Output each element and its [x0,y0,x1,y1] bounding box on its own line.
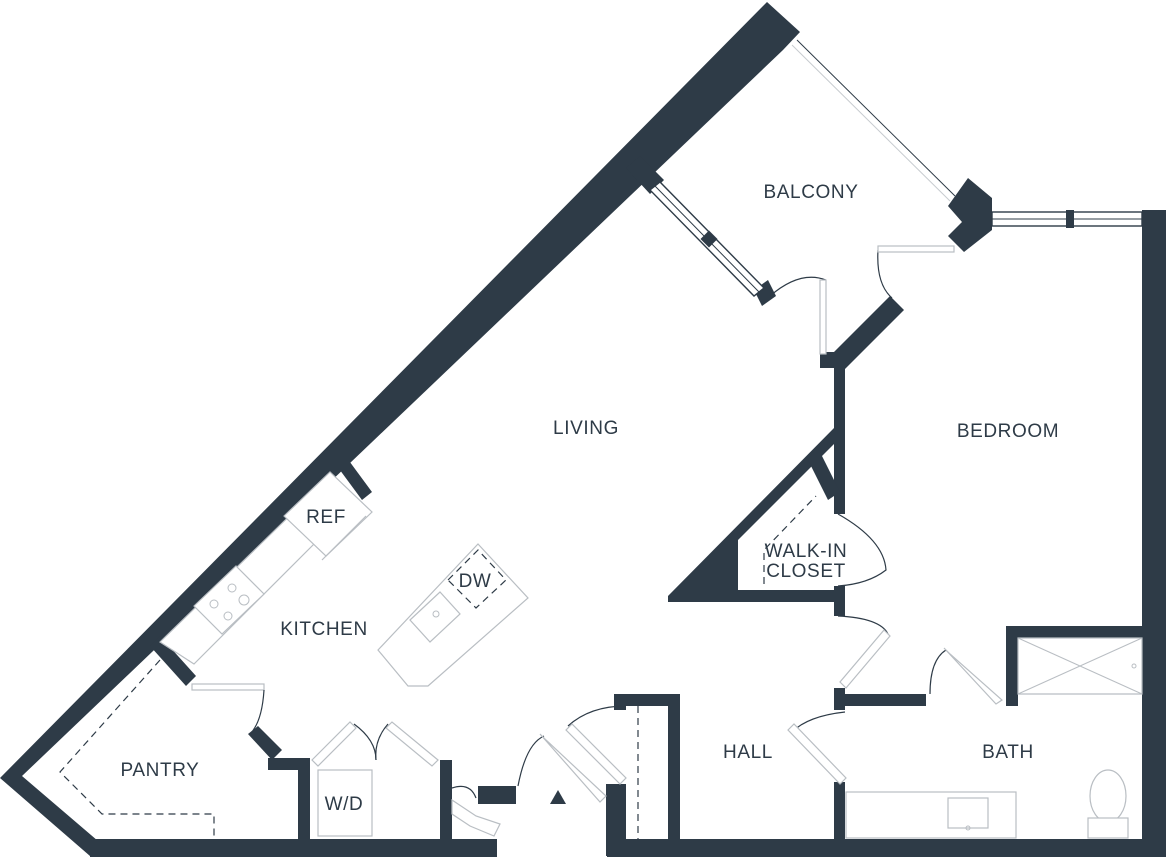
ref-wall [334,454,372,500]
bath-door-swing [791,711,846,733]
entry-left-jamb [478,786,516,804]
shower-top-wall [1006,626,1146,638]
bottom-wall-left [90,839,497,857]
coat-closet-top-wall [614,694,680,706]
coat-closet-door-swing [567,705,627,727]
laundry-door-right [385,721,439,767]
right-wall-cap [1142,210,1166,230]
pantry-shelf [59,659,215,838]
shower-door [943,647,1003,705]
laundry-door-right-swing [375,723,389,761]
closet-wall-triangle [668,428,838,602]
living-balcony-door-swing [769,276,827,297]
utility-door [451,798,501,837]
window-mullion [1066,210,1074,228]
bedroom-door-swing [837,615,889,635]
bath-vanity [845,791,1017,839]
living-balcony-wall-top [626,156,664,194]
bath-door [787,723,847,785]
toilet-tank [1087,817,1129,839]
pantry-door-swing [249,689,265,735]
laundry-right-wall [440,760,452,856]
closet-diagonal-inner [808,452,840,500]
balcony-railing-line [796,39,956,197]
pantry-door [191,683,265,691]
bedroom-balcony-door [877,245,955,253]
entry-right-jamb [606,784,626,856]
coat-closet-left-wall [614,694,626,710]
room-label-balcony: BALCONY [763,182,858,203]
shower-door-swing [929,649,947,695]
refrigerator [283,471,373,557]
pantry-wall-diagonal [248,726,282,760]
room-label-pantry: PANTRY [121,760,200,781]
hall-bath-wall-bottom [834,782,845,854]
bedroom-balcony-door-swing [877,249,893,299]
room-label-bath: BATH [982,742,1034,763]
shower-left-wall [1006,626,1018,706]
right-exterior-wall [1142,210,1166,857]
pantry-kitchen-wall [150,636,196,686]
living-bedroom-wall [834,366,845,514]
balcony-railing-line-inner [791,44,951,202]
living-balcony-door [819,279,827,355]
pantry-wall-horizontal [268,758,310,770]
bath-sink [947,797,989,829]
bedroom-door [839,629,891,689]
diagonal-exterior-wall [0,2,800,856]
label-wd: W/D [325,794,364,815]
entry-door [539,733,607,803]
balcony-bedroom-wall [828,296,904,372]
hall-left-wall [668,694,680,856]
laundry-door-left [311,721,357,767]
entry-door-swing [517,735,545,787]
dishwasher [447,549,507,609]
bottom-wall-right [607,839,1166,857]
room-label-bedroom: BEDROOM [957,421,1059,442]
window-mullion [700,230,718,248]
laundry-door-left-swing [353,723,377,761]
coat-closet-door [565,723,627,785]
bath-top-wall [834,694,926,706]
toilet-bowl [1089,769,1127,823]
utility-door-swing [451,785,477,799]
room-label-hall: HALL [723,742,773,763]
room-label-closet-line2: CLOSET [766,561,846,582]
closet-door-swing [837,513,887,587]
label-ref: REF [306,507,346,528]
room-label-closet-line1: WALK-IN [765,541,848,562]
label-dw: DW [459,571,492,592]
range [193,565,265,635]
balcony-corner-pier [948,178,992,252]
room-label-living: LIVING [553,418,619,439]
balcony-wall-stub [820,352,840,368]
triangle-up-icon [550,790,566,804]
laundry-left-wall [298,760,310,856]
closet-right-wall [834,586,845,616]
bath-top-wall-right [1006,694,1018,706]
room-label-kitchen: KITCHEN [280,619,368,640]
washer-dryer [317,769,373,837]
